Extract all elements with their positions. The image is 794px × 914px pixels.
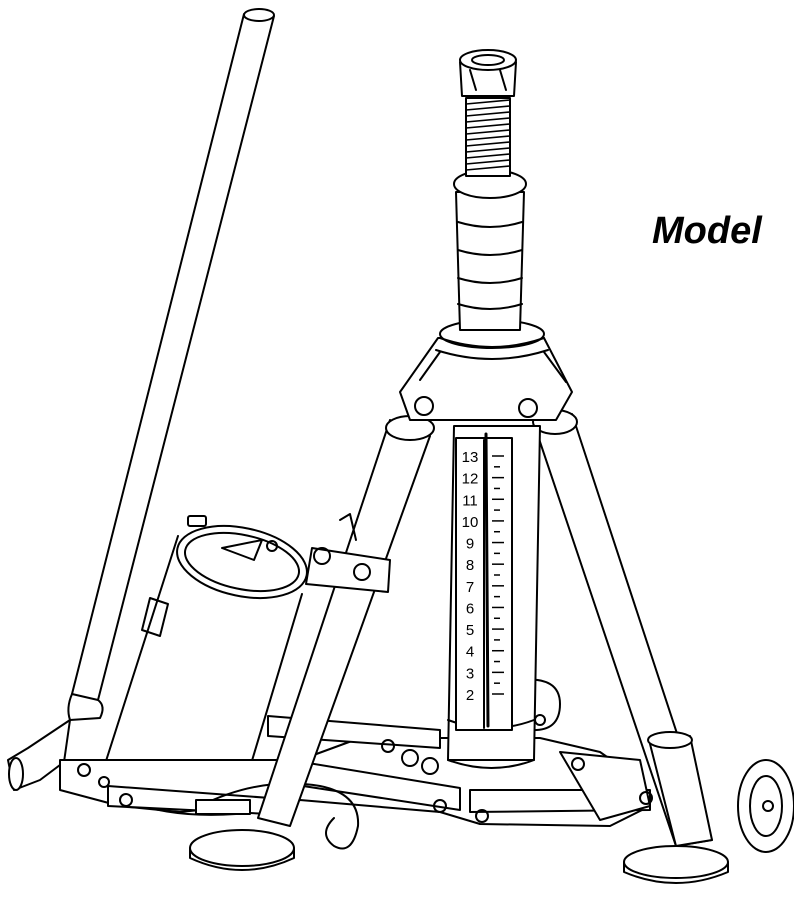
tripod-left-leg [257, 415, 435, 827]
scale-label: 5 [466, 622, 474, 639]
right-foot-pad [623, 845, 729, 884]
scale-label: 10 [462, 514, 479, 531]
scale-label: 2 [466, 687, 474, 704]
caster-wheel [737, 759, 794, 853]
screw-cap [459, 49, 517, 97]
scale-label: 13 [462, 449, 479, 466]
scale-label: 9 [466, 536, 474, 553]
leg-clamp [305, 513, 391, 593]
scale-label: 8 [466, 557, 474, 574]
scale-ticks [492, 455, 504, 695]
scale-label: 3 [466, 665, 474, 682]
model-caption: Model [652, 212, 762, 250]
scale-label: 11 [462, 492, 478, 509]
scale-label: 6 [466, 600, 474, 617]
screw-thread [465, 97, 511, 177]
extension-tube [453, 169, 527, 331]
left-foot-pad [189, 829, 295, 871]
scale-label: 7 [466, 579, 474, 596]
collar-head [399, 319, 573, 421]
scale-label: 4 [466, 644, 474, 661]
scale-label: 12 [462, 471, 479, 488]
scale-labels: 13 12 11 10 9 8 7 6 5 4 3 2 [462, 449, 479, 704]
height-scale [455, 432, 513, 731]
pump-handle [7, 8, 275, 791]
tripod-right-leg [532, 409, 713, 847]
